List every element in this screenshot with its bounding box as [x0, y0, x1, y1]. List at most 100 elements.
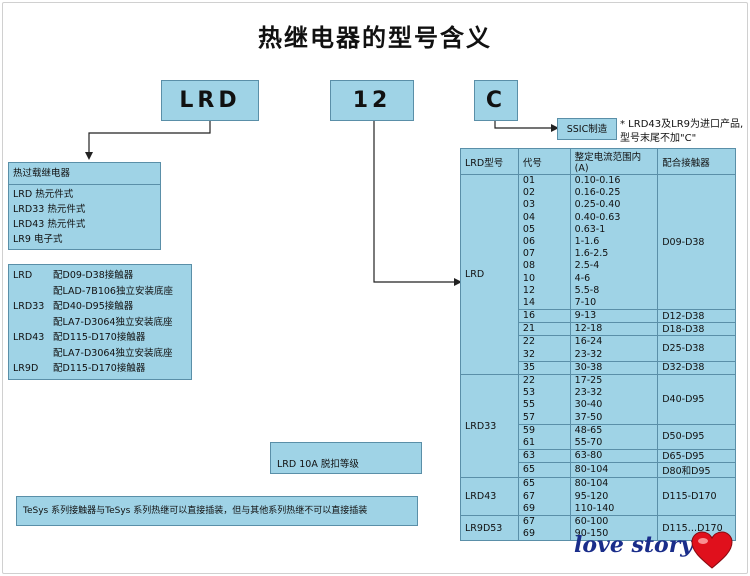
table-header-code: 代号 — [517, 148, 571, 175]
accessory-row: LR9D 配D115-D170接触器 — [9, 361, 191, 377]
relay-types-box: 热过载继电器 LRD 热元件式 LRD33 热元件式 LRD43 热元件式 LR… — [8, 162, 161, 250]
heart-icon — [691, 531, 733, 569]
ssic-box: SSIC制造 — [557, 118, 617, 140]
compat-note-text: TeSys 系列接触器与TeSys 系列热继可以直接插装，但与其他系列热继不可以… — [23, 505, 368, 516]
table-cell-codes: 21 — [517, 322, 571, 337]
code-value: 67 — [522, 490, 535, 502]
code-value: 69 — [522, 502, 535, 514]
range-value: 23-32 — [574, 348, 603, 360]
table-cell-contactor: D65-D95 — [657, 449, 736, 464]
range-value: 48-65 — [574, 424, 603, 436]
range-value: 30-38 — [574, 361, 603, 373]
range-value: 1.6-2.5 — [574, 248, 609, 260]
range-value: 90-150 — [574, 528, 609, 540]
range-value: 2.5-4 — [574, 260, 600, 272]
accessory-text: 配D115-D170接触器 — [53, 363, 146, 374]
code-value: 57 — [522, 411, 535, 423]
code-value: 69 — [522, 528, 535, 540]
range-value: 5.5-8 — [574, 284, 600, 296]
code-value: 53 — [522, 387, 535, 399]
trip-class-box: LRD 10A 脱扣等级 — [270, 442, 422, 474]
trip-class-label: LRD 10A 脱扣等级 — [277, 459, 359, 470]
range-value: 55-70 — [574, 436, 603, 448]
table-header-model: LRD型号 — [460, 148, 519, 175]
accessory-text: 配LAD-7B106独立安装底座 — [53, 285, 173, 297]
table-cell-model: LRD43 — [460, 477, 519, 516]
range-value: 0.10-0.16 — [574, 175, 621, 186]
range-value: 63-80 — [574, 450, 603, 462]
table-row: 63 63-80 D65-D95 — [461, 449, 736, 464]
range-value: 95-120 — [574, 490, 609, 502]
code-value: 61 — [522, 436, 535, 448]
table-cell-codes: 35 — [517, 360, 571, 376]
accessory-row: 配LAD-7B106独立安装底座 — [9, 284, 191, 300]
code-box-lrd: LRD — [161, 80, 259, 121]
code-value: 22 — [522, 336, 535, 348]
accessory-series: LRD — [13, 270, 33, 281]
table-cell-ranges: 63-80 — [569, 449, 659, 464]
accessory-text: 配D09-D38接触器 — [53, 270, 134, 281]
table-cell-ranges: 9-13 — [569, 309, 659, 324]
arrowhead-suffix — [551, 124, 559, 132]
range-value: 0.25-0.40 — [574, 199, 621, 211]
accessory-row: 配LA7-D3064独立安装底座 — [9, 346, 191, 362]
code-value: 35 — [522, 361, 535, 373]
table-cell-ranges: 80-104 — [569, 462, 659, 479]
accessory-series: LR9D — [13, 363, 39, 374]
relay-type-item: LRD 热元件式 — [13, 189, 74, 200]
code-value: 63 — [522, 450, 535, 462]
table-cell-contactor: D40-D95 — [657, 374, 736, 425]
relay-type-item: LRD43 热元件式 — [13, 219, 86, 230]
code-box-rating: 12 — [330, 80, 414, 121]
code-value: 04 — [522, 211, 535, 223]
range-value: 0.16-0.25 — [574, 187, 621, 199]
code-value: 03 — [522, 199, 535, 211]
import-note: * LRD43及LR9为进口产品, 型号末尾不加"C" — [620, 118, 748, 146]
code-box-suffix: C — [474, 80, 518, 121]
accessory-text: 配LA7-D3064独立安装底座 — [53, 347, 173, 359]
arrowhead-rating — [454, 278, 462, 286]
range-value: 0.63-1 — [574, 223, 606, 235]
range-value: 1-1.6 — [574, 235, 600, 247]
range-value: 80-104 — [574, 478, 609, 490]
range-value: 80-104 — [574, 464, 609, 476]
relay-type-item: LR9 电子式 — [13, 234, 63, 245]
table-header-range: 整定电流范围内(A) — [569, 148, 659, 175]
accessory-text: 配D115-D170接触器 — [53, 332, 146, 343]
range-value: 4-6 — [574, 272, 591, 284]
code-value: 14 — [522, 296, 535, 308]
code-value: 10 — [522, 272, 535, 284]
code-value: 02 — [522, 187, 535, 199]
connector-rating — [373, 121, 460, 283]
relay-types-header: 热过载继电器 — [9, 163, 160, 185]
arrowhead-lrd — [85, 152, 93, 160]
table-cell-model: LRD — [460, 174, 519, 375]
code-value: 12 — [522, 284, 535, 296]
range-value: 23-32 — [574, 387, 603, 399]
code-value: 65 — [522, 464, 535, 476]
connector-lrd — [88, 121, 211, 158]
code-value: 01 — [522, 175, 535, 186]
accessory-series: LRD43 — [13, 332, 45, 343]
code-value: 07 — [522, 248, 535, 260]
code-value: 16 — [522, 310, 535, 322]
code-value: 22 — [522, 375, 535, 386]
code-value: 65 — [522, 478, 535, 490]
page-title: 热继电器的型号含义 — [258, 24, 492, 52]
